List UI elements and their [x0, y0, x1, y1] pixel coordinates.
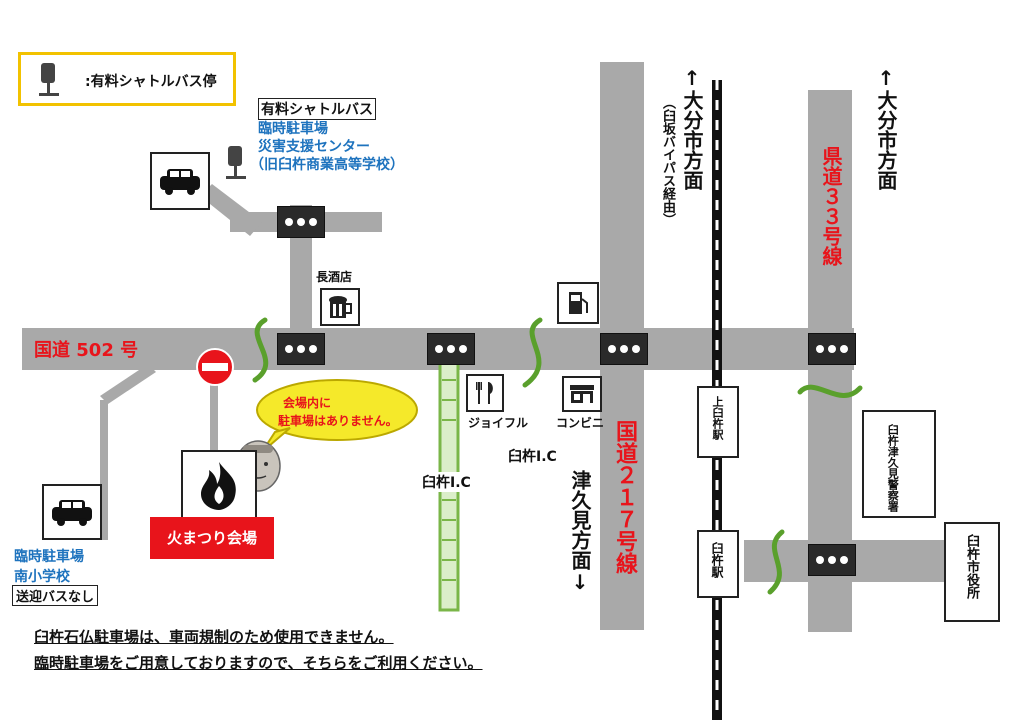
- congestion-mark-west: [252, 317, 269, 383]
- pref-33-label: 県道３３号線: [819, 146, 843, 266]
- bus-stop-icon: [39, 63, 59, 97]
- parking-south-school: 南小学校: [14, 569, 70, 585]
- notice-line-2: 臨時駐車場をご用意しておりますので、そちらをご利用ください。: [34, 654, 483, 672]
- sake-shop-label: 長酒店: [316, 270, 353, 284]
- kami-usuki-station: 上臼杵駅: [697, 386, 739, 458]
- parking-south-name: 臨時駐車場: [14, 549, 84, 565]
- traffic-signal-502-center: [427, 333, 475, 365]
- beer-mug-icon: [320, 288, 360, 326]
- store-icon: [562, 376, 602, 412]
- no-entry-sign-icon: [196, 348, 234, 386]
- expressway-hatch: [442, 379, 456, 581]
- south-branch-road: [100, 400, 108, 540]
- traffic-signal-217: [600, 333, 648, 365]
- usuki-station-label: 臼杵駅: [710, 542, 724, 578]
- congestion-mark-center: [522, 317, 543, 388]
- congestion-mark-station: [767, 529, 785, 595]
- south-diagonal-road: [100, 364, 156, 404]
- notice-line-1: 臼杵石仏駐車場は、車両規制のため使用できません。: [34, 628, 394, 646]
- parking-north-name: 臨時駐車場: [258, 121, 328, 137]
- traffic-signal-north: [277, 206, 325, 238]
- convenience-label: コンビニ: [556, 416, 605, 430]
- route-502-label: 国道 502 号: [34, 340, 139, 361]
- legend-box: :有料シャトルバス停: [18, 52, 236, 106]
- joyfull-label: ジョイフル: [468, 416, 529, 430]
- police-station-label: 臼杵津久見警察署: [886, 424, 900, 512]
- oita-direction-right: ↑大分市方面: [874, 66, 898, 190]
- route-217-label: 国道２１７号線: [612, 420, 637, 574]
- car-icon-north: [150, 152, 210, 210]
- venue-access-road: [210, 368, 218, 450]
- car-icon-south: [42, 484, 102, 540]
- oita-direction-left: ↑大分市方面: [680, 66, 704, 190]
- traffic-signal-33: [808, 333, 856, 365]
- parking-north-center: 災害支援センター: [258, 139, 370, 155]
- traffic-signal-502-west: [277, 333, 325, 365]
- parking-south-nobus: 送迎バスなし: [12, 585, 99, 606]
- city-hall: 臼杵市役所: [944, 522, 1000, 622]
- parking-access-road: [200, 184, 262, 236]
- usuki-ic-road-label: 臼杵I.C: [420, 472, 473, 492]
- bus-stop-icon-north: [226, 146, 246, 180]
- speech-line-2: 駐車場はありません。: [278, 414, 398, 428]
- city-hall-label: 臼杵市役所: [964, 534, 979, 599]
- usuki-ic-top-label: 臼杵I.C: [508, 449, 557, 465]
- congestion-mark-east: [797, 384, 863, 398]
- restaurant-icon: [466, 374, 504, 412]
- legend-label: :有料シャトルバス停: [85, 74, 217, 90]
- kami-usuki-station-label: 上臼杵駅: [711, 396, 724, 440]
- gas-station-icon: [557, 282, 599, 324]
- venue-label: 火まつり会場: [150, 517, 274, 559]
- congestion-marks: [252, 317, 863, 595]
- speech-line-1: 会場内に: [283, 396, 332, 410]
- parking-north-shuttle: 有料シャトルバス: [258, 98, 376, 120]
- traffic-signal-station: [808, 544, 856, 576]
- oita-direction-left-note: （臼坂バイパス経由）: [660, 96, 675, 226]
- police-station: 臼杵津久見警察署: [862, 410, 936, 518]
- fire-icon: [181, 450, 257, 520]
- parking-north-school: （旧臼杵商業高等学校）: [250, 157, 404, 173]
- usuki-station: 臼杵駅: [697, 530, 739, 598]
- tsukumi-direction: 津久見方面↓: [568, 470, 592, 594]
